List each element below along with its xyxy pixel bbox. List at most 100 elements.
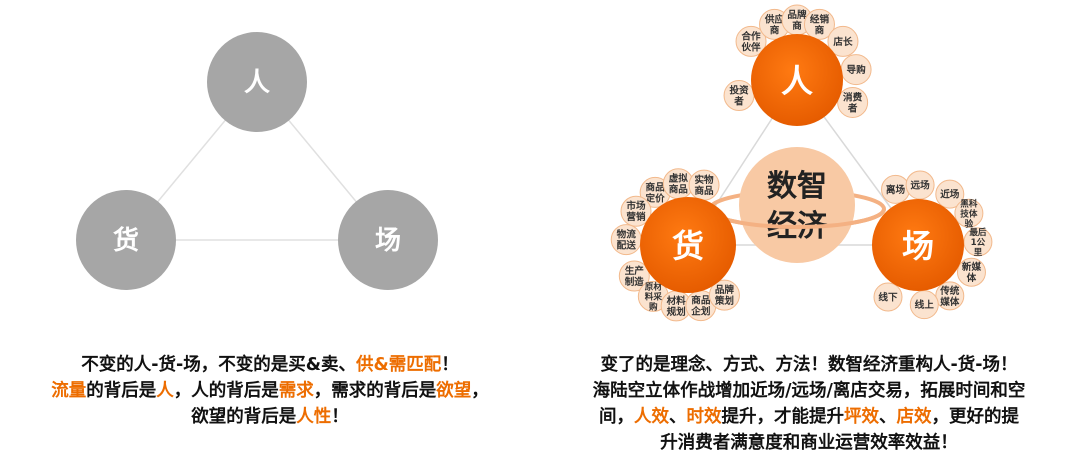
goods-satellite: 材料规划 bbox=[660, 290, 692, 322]
caption-right-line: 变了的是理念、方式、方法！数智经济重构人-货-场！ bbox=[538, 352, 1080, 378]
caption-right-text: 升消费者满意度和商业运营效率效益！ bbox=[660, 433, 958, 453]
venue-satellite: 线下 bbox=[873, 282, 903, 312]
venue-satellite: 黑科技体验 bbox=[954, 197, 984, 229]
caption-left-highlight: 流量 bbox=[51, 381, 87, 401]
center-node: 数智 经济 bbox=[739, 147, 855, 263]
venue-satellite: 近场 bbox=[935, 179, 965, 209]
caption-right-text: 、 bbox=[669, 407, 687, 427]
caption-right-text: 变了的是理念、方式、方法！数智经济重构人-货-场！ bbox=[600, 355, 1018, 375]
caption-left-highlight: 人 bbox=[156, 381, 174, 401]
person-satellite: 合作伙伴 bbox=[735, 25, 767, 57]
caption-right-text: 、 bbox=[879, 407, 897, 427]
goods-satellite-label: 商品定价 bbox=[646, 181, 666, 204]
person-satellite: 店长 bbox=[827, 25, 859, 57]
center-label-line1: 数智 bbox=[767, 169, 827, 204]
goods-satellite: 市场营销 bbox=[620, 195, 652, 227]
venue-satellite-label: 传统媒体 bbox=[939, 285, 960, 308]
venue-satellite-label: 近场 bbox=[940, 189, 960, 201]
left-node-person: 人 bbox=[207, 32, 307, 132]
venue-satellite-label: 线上 bbox=[915, 299, 935, 311]
caption-left-line: 流量的背后是人，人的背后是需求，需求的背后是欲望， bbox=[0, 378, 540, 404]
goods-satellite: 商品定价 bbox=[639, 176, 671, 208]
venue-satellite-label: 新媒体 bbox=[962, 261, 982, 284]
goods-satellite: 品牌策划 bbox=[708, 279, 740, 311]
goods-satellite-label: 物流配送 bbox=[617, 229, 637, 252]
venue-satellite-label: 线下 bbox=[878, 291, 898, 303]
venue-satellite-label: 黑科技体验 bbox=[960, 197, 978, 229]
person-satellite-label: 经销商 bbox=[810, 13, 830, 36]
caption-left-text: 欲望的背后是 bbox=[191, 407, 297, 427]
right-node-venue-label: 场 bbox=[902, 227, 934, 265]
caption-left-text: ， bbox=[471, 381, 489, 401]
caption-right-line: 海陆空立体作战增加近场/远场/离店交易，拓展时间和空 bbox=[538, 378, 1080, 404]
caption-right-text: 海陆空立体作战增加近场/远场/离店交易，拓展时间和空 bbox=[592, 381, 1026, 401]
left-node-goods: 货 bbox=[76, 190, 176, 290]
caption-right: 变了的是理念、方式、方法！数智经济重构人-货-场！ 海陆空立体作战增加近场/远场/… bbox=[538, 352, 1080, 456]
goods-satellite-label: 虚拟商品 bbox=[669, 173, 689, 196]
caption-right-highlight: 坪效 bbox=[844, 407, 879, 427]
goods-satellite-label: 生产制造 bbox=[625, 265, 645, 288]
person-satellite-label: 投资者 bbox=[729, 84, 749, 107]
person-satellite-label: 品牌商 bbox=[787, 9, 807, 32]
caption-left-text: 的背后是 bbox=[86, 381, 157, 401]
caption-right-line: 升消费者满意度和商业运营效率效益！ bbox=[538, 430, 1080, 456]
person-satellite-label: 合作伙伴 bbox=[741, 30, 761, 53]
venue-satellite: 离场 bbox=[881, 174, 911, 204]
person-satellite-label: 消费者 bbox=[843, 91, 863, 114]
person-satellite-label: 导购 bbox=[846, 64, 866, 76]
left-node-venue: 场 bbox=[338, 190, 438, 290]
caption-left-line: 不变的人-货-场，不变的是买&卖、供&需匹配！ bbox=[0, 352, 540, 378]
goods-satellite: 商品企划 bbox=[685, 290, 717, 322]
caption-right-highlight: 店效 bbox=[896, 407, 932, 427]
left-node-venue-label: 场 bbox=[375, 226, 401, 256]
caption-left-text: ，人的背后是 bbox=[173, 381, 279, 401]
goods-satellite: 生产制造 bbox=[618, 260, 650, 292]
caption-right-text: 间， bbox=[599, 407, 634, 427]
venue-satellite: 线上 bbox=[909, 290, 939, 320]
goods-satellites: 商品定价虚拟商品实物商品市场营销物流配送生产制造原材料采购材料规划商品企划品牌策… bbox=[610, 168, 740, 322]
goods-satellite: 物流配送 bbox=[610, 224, 642, 256]
caption-left-line: 欲望的背后是人性！ bbox=[0, 404, 540, 430]
caption-left-highlight: 欲望 bbox=[436, 381, 472, 401]
caption-right-highlight: 时效 bbox=[686, 407, 722, 427]
right-node-goods-label: 货 bbox=[672, 227, 704, 265]
goods-satellite-label: 材料规划 bbox=[666, 295, 687, 318]
goods-satellite-label: 商品企划 bbox=[690, 295, 711, 318]
venue-satellite: 新媒体 bbox=[956, 257, 986, 287]
caption-right-highlight: 人效 bbox=[634, 407, 669, 427]
goods-satellite-label: 市场营销 bbox=[626, 200, 646, 223]
goods-satellite: 实物商品 bbox=[688, 169, 720, 201]
goods-satellite-label: 品牌策划 bbox=[714, 284, 735, 307]
person-satellite: 导购 bbox=[840, 54, 872, 86]
person-satellite: 消费者 bbox=[837, 86, 869, 118]
caption-right-line: 间，人效、时效提升，才能提升坪效、店效，更好的提 bbox=[538, 404, 1080, 430]
person-satellite: 投资者 bbox=[723, 80, 755, 112]
person-satellite-label: 店长 bbox=[832, 36, 853, 48]
goods-satellite-label: 原材料采购 bbox=[645, 280, 663, 312]
caption-left: 不变的人-货-场，不变的是买&卖、供&需匹配！流量的背后是人，人的背后是需求，需… bbox=[0, 352, 540, 430]
venue-satellite: 传统媒体 bbox=[935, 281, 965, 311]
goods-satellite-label: 实物商品 bbox=[694, 174, 714, 197]
caption-right-text: 提升，才能提升 bbox=[721, 407, 845, 427]
caption-left-text: ！ bbox=[441, 355, 459, 375]
caption-left-highlight: 需求 bbox=[278, 381, 314, 401]
left-node-goods-label: 货 bbox=[113, 225, 139, 256]
venue-satellite: 远场 bbox=[905, 170, 935, 200]
person-satellite-label: 供应商 bbox=[764, 13, 785, 36]
caption-left-text: ，需求的背后是 bbox=[313, 381, 437, 401]
caption-left-highlight: 人性 bbox=[296, 407, 332, 427]
left-node-person-label: 人 bbox=[244, 68, 270, 98]
caption-left-text: ！ bbox=[331, 407, 349, 427]
right-node-person-label: 人 bbox=[781, 62, 813, 100]
venue-satellite-label: 远场 bbox=[911, 179, 931, 191]
person-satellite: 经销商 bbox=[803, 8, 835, 40]
caption-left-text: 不变的人-货-场，不变的是买&卖、 bbox=[81, 355, 357, 375]
right-node-venue: 场 bbox=[872, 199, 964, 291]
caption-right-text: ，更好的提 bbox=[931, 407, 1020, 427]
